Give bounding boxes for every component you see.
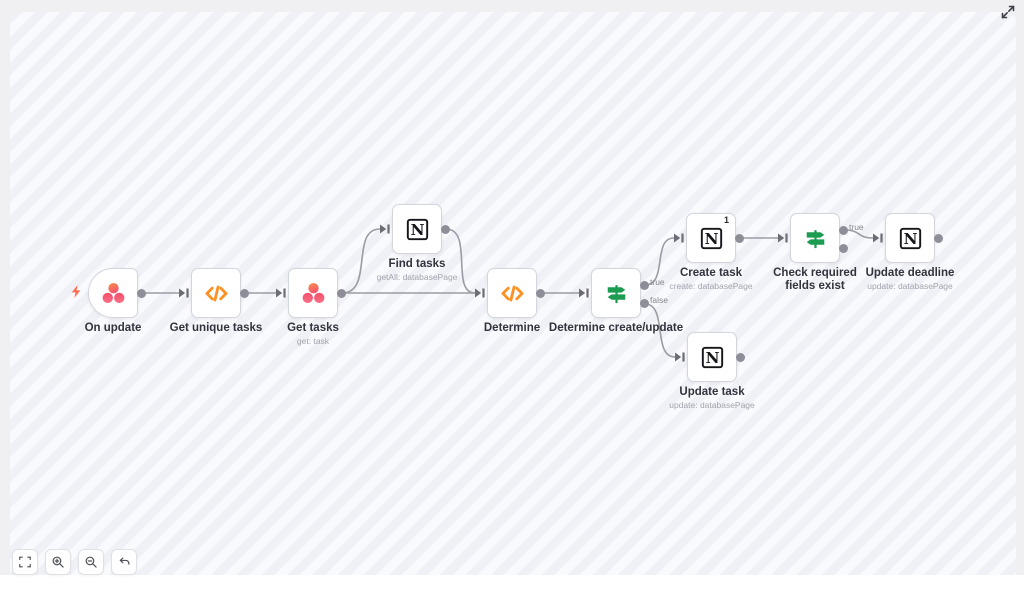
output-connector-false[interactable] bbox=[839, 244, 848, 253]
node-label: On update bbox=[84, 322, 142, 334]
input-connector[interactable] bbox=[276, 288, 287, 298]
node-label: Determine create/update bbox=[548, 322, 684, 334]
node-label: Check required fields exist bbox=[773, 267, 857, 293]
output-label-true: true bbox=[650, 277, 665, 287]
input-connector[interactable] bbox=[380, 224, 391, 234]
zoom-toolbar bbox=[12, 549, 137, 575]
output-connector-false[interactable] bbox=[640, 299, 649, 308]
node-box[interactable] bbox=[288, 268, 338, 318]
notion-icon bbox=[698, 225, 725, 252]
fit-view-icon[interactable] bbox=[12, 549, 38, 575]
code-icon bbox=[203, 280, 230, 307]
node-label: Get tasks bbox=[287, 322, 339, 334]
expand-icon[interactable] bbox=[999, 3, 1017, 21]
node-box[interactable] bbox=[790, 213, 840, 263]
code-icon bbox=[499, 280, 526, 307]
node-label: Find tasks bbox=[388, 258, 446, 270]
node-label: Determine bbox=[483, 322, 541, 334]
workflow-canvas-frame: On update Get unique tasks Get tasks get… bbox=[0, 0, 1024, 575]
output-connector[interactable] bbox=[240, 288, 249, 298]
switch-icon bbox=[603, 280, 630, 307]
input-connector[interactable] bbox=[179, 288, 190, 298]
node-box[interactable] bbox=[885, 213, 935, 263]
output-connector[interactable] bbox=[137, 288, 146, 298]
node-update-task[interactable]: Update task update: databasePage bbox=[669, 332, 755, 410]
node-box[interactable] bbox=[591, 268, 641, 318]
input-connector[interactable] bbox=[873, 233, 884, 243]
input-connector[interactable] bbox=[778, 233, 789, 243]
input-connector[interactable] bbox=[475, 288, 486, 298]
notion-icon bbox=[699, 344, 726, 371]
notion-icon bbox=[404, 216, 431, 243]
output-connector[interactable] bbox=[735, 233, 744, 243]
node-create-task[interactable]: 1 Create task create: databasePage bbox=[669, 213, 753, 291]
input-connector[interactable] bbox=[675, 352, 686, 362]
output-connector[interactable] bbox=[736, 352, 745, 362]
output-label-true: true bbox=[849, 222, 864, 232]
connection-dcu-true-createtask[interactable] bbox=[644, 237, 675, 286]
node-operation: getAll: databasePage bbox=[376, 272, 458, 282]
node-box[interactable] bbox=[191, 268, 241, 318]
node-box[interactable] bbox=[487, 268, 537, 318]
notion-icon bbox=[897, 225, 924, 252]
node-box[interactable] bbox=[88, 268, 138, 318]
node-operation: update: databasePage bbox=[669, 400, 755, 410]
output-connector[interactable] bbox=[934, 233, 943, 243]
node-determine-create-update[interactable]: true false Determine create/update bbox=[549, 268, 683, 334]
connection-gettasks-findtasks[interactable] bbox=[341, 228, 381, 294]
output-connector[interactable] bbox=[536, 288, 545, 298]
node-get-unique-tasks[interactable]: Get unique tasks bbox=[170, 268, 262, 334]
node-label: Update task bbox=[679, 386, 745, 398]
output-connector-true[interactable] bbox=[640, 281, 649, 290]
asana-icon bbox=[300, 280, 327, 307]
switch-icon bbox=[802, 225, 829, 252]
input-connector[interactable] bbox=[579, 288, 590, 298]
output-label-false: false bbox=[650, 295, 668, 305]
output-connector-true[interactable] bbox=[839, 226, 848, 235]
trigger-bolt-icon bbox=[71, 285, 81, 298]
node-find-tasks[interactable]: Find tasks getAll: databasePage bbox=[377, 204, 457, 282]
node-operation: get: task bbox=[296, 336, 330, 346]
connection-dcu-false-updatetask[interactable] bbox=[644, 303, 676, 358]
output-connector[interactable] bbox=[337, 288, 346, 298]
node-determine[interactable]: Determine bbox=[487, 268, 545, 334]
node-operation: update: databasePage bbox=[867, 281, 953, 291]
node-update-deadline[interactable]: Update deadline update: databasePage bbox=[866, 213, 954, 291]
zoom-in-icon[interactable] bbox=[45, 549, 71, 575]
node-box[interactable] bbox=[687, 332, 737, 382]
asana-icon bbox=[100, 280, 127, 307]
node-operation: create: databasePage bbox=[669, 281, 753, 291]
reset-zoom-icon[interactable] bbox=[111, 549, 137, 575]
node-get-tasks[interactable]: Get tasks get: task bbox=[288, 268, 346, 346]
zoom-out-icon[interactable] bbox=[78, 549, 104, 575]
node-label: Get unique tasks bbox=[169, 322, 263, 334]
connection-findtasks-determine[interactable] bbox=[445, 228, 476, 294]
node-check-required-fields[interactable]: true Check required fields exist bbox=[773, 213, 864, 292]
items-count-badge: 1 bbox=[723, 215, 729, 225]
node-box[interactable] bbox=[392, 204, 442, 254]
node-box[interactable]: 1 bbox=[686, 213, 736, 263]
node-label: Update deadline bbox=[865, 267, 955, 279]
node-label: Create task bbox=[679, 267, 742, 279]
node-on-update[interactable]: On update bbox=[88, 268, 146, 334]
output-connector[interactable] bbox=[441, 224, 450, 234]
connections-layer bbox=[142, 228, 874, 358]
input-connector[interactable] bbox=[674, 233, 685, 243]
